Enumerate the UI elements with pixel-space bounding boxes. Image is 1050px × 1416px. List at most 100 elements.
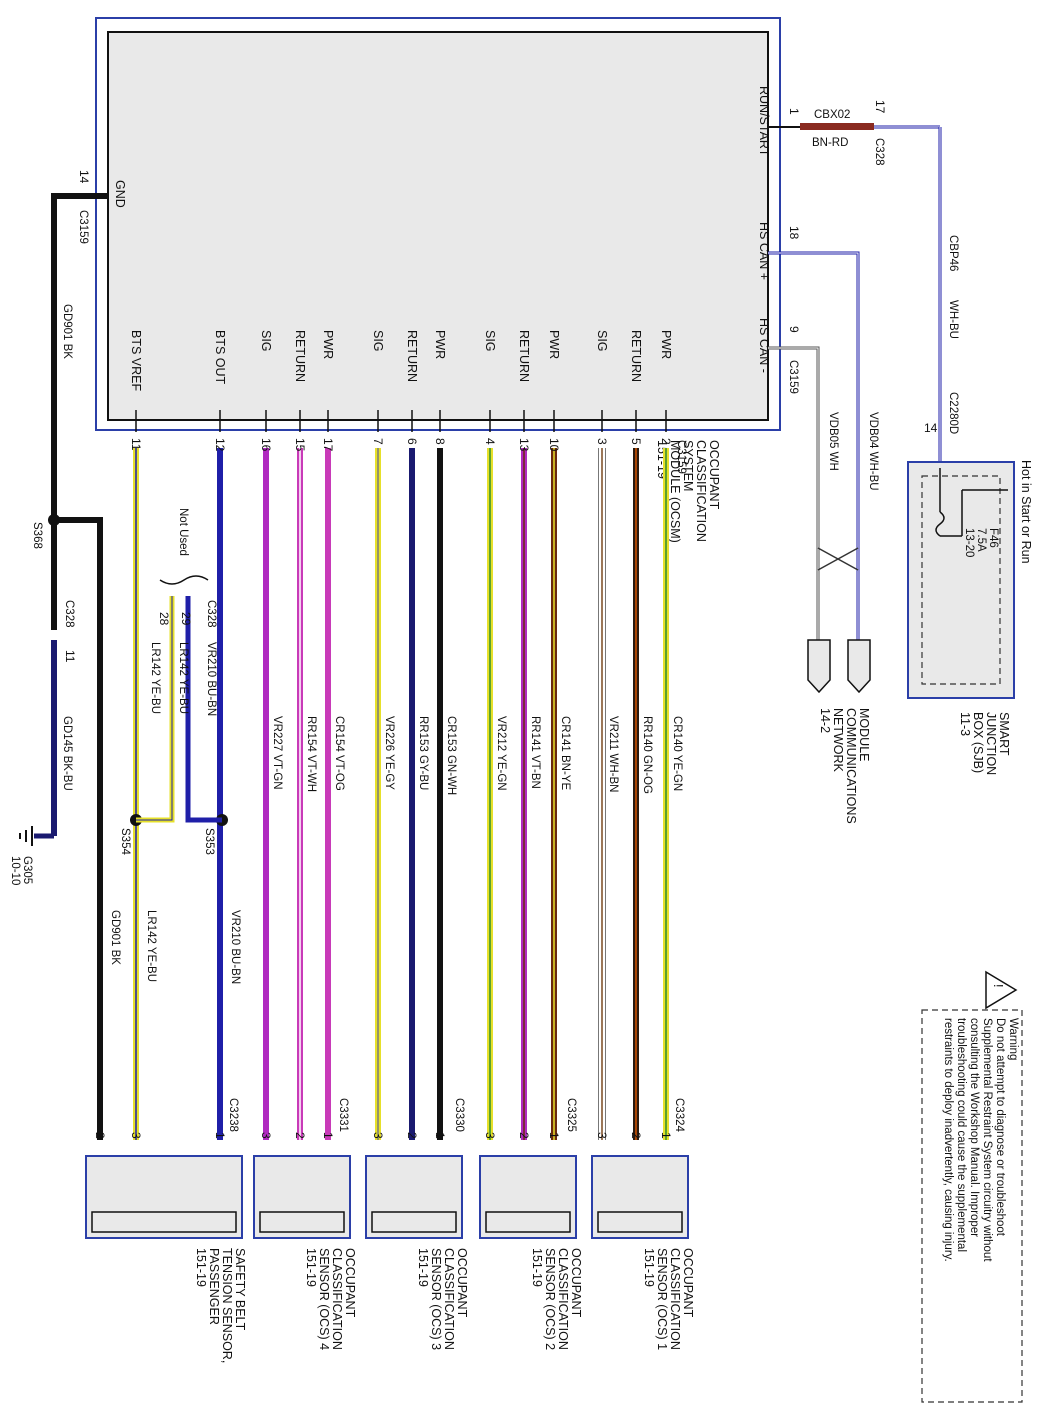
cbp46-color: WH-BU	[947, 300, 959, 339]
bts-branch: C328 Not Used 29 28 VR210 BU-BN LR142 YE…	[119, 508, 241, 984]
sensor-safety-belt-tension: SAFETY BELT TENSION SENSOR, PASSENGER 15…	[85, 1155, 247, 1363]
warning-line-5: troubleshooting could cause the suppleme…	[955, 1018, 967, 1252]
sensor-pin-1: 2	[629, 1132, 643, 1139]
pin-label-11: BTS VREF	[129, 330, 143, 391]
sensor-pin-3: 1	[547, 1132, 561, 1139]
bts-sensor-line-3: PASSENGER	[207, 1248, 221, 1325]
c2280d-connector: C2280D	[947, 392, 959, 434]
circuit-16: VR227 VT-GN	[271, 716, 283, 790]
sensor-pin-8: 3	[371, 1132, 385, 1139]
sensor-pin-11: 3	[259, 1132, 273, 1139]
pin-number-8: 8	[433, 438, 447, 445]
splice-s354: S354	[119, 828, 131, 855]
network-connector-2	[847, 639, 871, 694]
lr142-upper-2: LR142 YE-BU	[149, 642, 161, 714]
pin-label-gnd: GND	[113, 180, 127, 208]
ocs3-line-4: 151-19	[416, 1248, 430, 1287]
ocs3-line-1: OCCUPANT	[455, 1248, 469, 1318]
sensor-ocs-4: OCCUPANT CLASSIFICATION SENSOR (OCS) 4 1…	[253, 1155, 357, 1350]
fuse-name: F46	[987, 528, 999, 548]
pin-label-16: SIG	[259, 330, 273, 352]
ocs2-line-4: 151-19	[530, 1248, 544, 1287]
gnd-connector: C3159	[77, 210, 89, 244]
ground-point-name: G305	[21, 856, 33, 884]
network-line-4: 14-2	[818, 708, 832, 733]
sensor-ocs-3: OCCUPANT CLASSIFICATION SENSOR (OCS) 3 1…	[365, 1155, 469, 1350]
pin-number-10: 10	[547, 438, 561, 452]
bts-sensor-line-2: TENSION SENSOR,	[220, 1248, 234, 1363]
sjb-name: SMART JUNCTION BOX (SJB) 11-3	[958, 712, 1011, 775]
vdb05-label: VDB05 WH	[827, 412, 839, 471]
lr142-upper-1: LR142 YE-BU	[177, 642, 189, 714]
run-start-c328: C328	[873, 138, 885, 166]
pin-label-12: BTS OUT	[213, 330, 227, 385]
vdb04-label: VDB04 WH-BU	[867, 412, 879, 491]
pin-number-13: 13	[517, 438, 531, 452]
pin-number-3: 3	[595, 438, 609, 445]
sjb-line-3: BOX (SJB)	[971, 712, 985, 773]
pin-number-5: 5	[629, 438, 643, 445]
ocs1-line-3: SENSOR (OCS) 1	[655, 1248, 669, 1350]
pin-label-run-start: RUN/START	[757, 86, 771, 157]
run-start-color: BN-RD	[812, 137, 848, 149]
warning-line-2: Do not attempt to diagnose or troublesho…	[994, 1018, 1006, 1237]
vr210-upper: VR210 BU-BN	[205, 642, 217, 716]
circuit-5: RR140 GN-OG	[641, 716, 653, 794]
pin-label-15: RETURN	[293, 330, 307, 382]
warning-line-4: consulting the Workshop Manual. Improper	[968, 1018, 980, 1237]
ocsm-name-line-3: SYSTEM	[681, 440, 695, 491]
ocs4-line-2: CLASSIFICATION	[330, 1248, 344, 1350]
gd901-lower-label: GD901 BK	[109, 910, 121, 965]
network-line-1: MODULE	[857, 708, 871, 761]
pin-number-7: 7	[371, 438, 385, 445]
lr142-lower: LR142 YE-BU	[145, 910, 157, 982]
pin-number-18: 18	[787, 226, 801, 240]
sensor-pin-13: 3	[129, 1132, 143, 1139]
ocs4-line-3: SENSOR (OCS) 4	[317, 1248, 331, 1350]
ocsm-name-line-2: CLASSIFICATION	[694, 440, 708, 542]
warning-line-6: restraints to deploy inadvertently, caus…	[942, 1018, 954, 1262]
circuit-10: CR141 BN-YE	[559, 716, 571, 790]
pin-number-14: 14	[77, 170, 91, 184]
pin-label-3: SIG	[595, 330, 609, 352]
ocs2-line-2: CLASSIFICATION	[556, 1248, 570, 1350]
pin-label-4: SIG	[483, 330, 497, 352]
ocs1-line-1: OCCUPANT	[681, 1248, 695, 1318]
bts-pin-29: 29	[179, 612, 193, 626]
ocs2-line-3: SENSOR (OCS) 2	[543, 1248, 557, 1350]
fuse-ref: 13-20	[963, 528, 975, 557]
ocsm-pin-hs-can-plus: HS CAN + 18	[757, 222, 860, 640]
pin-number-9: 9	[787, 326, 801, 333]
splice-s353: S353	[203, 828, 215, 855]
sensor-pin-gnd: 2	[93, 1132, 107, 1139]
sjb-line-2: JUNCTION	[984, 712, 998, 775]
connector-c3330: C3330	[453, 1098, 465, 1132]
ground-circuit: GND 14 C3159 GD901 BK S368 C328 11 GD145…	[9, 170, 127, 1140]
ocs4-line-4: 151-19	[304, 1248, 318, 1287]
pin-number-2: 2	[659, 438, 673, 445]
ocs2-line-1: OCCUPANT	[569, 1248, 583, 1318]
sensor-pin-10: 2	[293, 1132, 307, 1139]
pin-number-16: 16	[259, 438, 273, 452]
sjb-line-1: SMART	[997, 712, 1011, 756]
ocs3-line-2: CLASSIFICATION	[442, 1248, 456, 1350]
circuit-15: RR154 VT-WH	[305, 716, 317, 792]
ocsm-module	[107, 31, 769, 421]
sensor-pin-6: 1	[433, 1132, 447, 1139]
pin-label-2: PWR	[659, 330, 673, 359]
ground-c328: C328	[63, 600, 75, 628]
sensor-pin-7: 2	[405, 1132, 419, 1139]
ocs1-line-2: CLASSIFICATION	[668, 1248, 682, 1350]
circuit-8: CR153 GN-WH	[445, 716, 457, 795]
circuit-17: CR154 VT-OG	[333, 716, 345, 791]
bts-c328: C328	[205, 600, 217, 628]
connector-c3325: C3325	[565, 1098, 577, 1132]
bts-sensor-line-1: SAFETY BELT	[233, 1248, 247, 1331]
pin-label-8: PWR	[433, 330, 447, 359]
sensor-pin-0: 1	[659, 1132, 673, 1139]
fuse-rating: 7.5A	[975, 528, 987, 552]
ocsm-module-name: OCCUPANT CLASSIFICATION SYSTEM MODULE (O…	[655, 440, 721, 543]
sjb-hot-label: Hot in Start or Run	[1019, 460, 1033, 564]
